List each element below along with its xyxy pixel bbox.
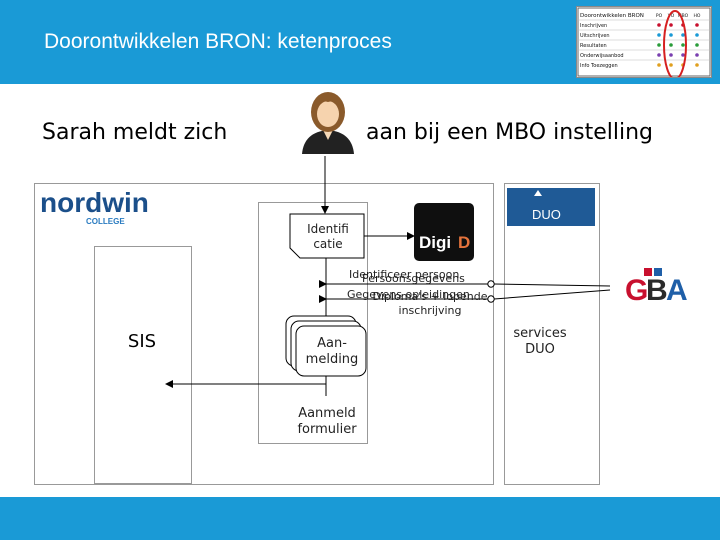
- flow-label-diplomas: Diploma's + lopende inschrijving: [372, 290, 488, 317]
- thumbnail-col-2: MBO: [678, 13, 689, 19]
- flow-label-opleidingen: Gegevens opleidingen: [347, 288, 470, 301]
- thumbnail-dot: [681, 33, 685, 37]
- thumbnail-dot: [657, 63, 661, 67]
- thumbnail-dot: [669, 43, 673, 47]
- identificatie-shape: [289, 213, 365, 259]
- flow-label-identificeer: Identificeer persoon: [349, 268, 460, 281]
- thumbnail-dot: [695, 33, 699, 37]
- gba-dot-1: [644, 268, 652, 276]
- thumbnail-dot: [695, 63, 699, 67]
- sis-box: [94, 246, 192, 484]
- digid-logo-prefix: Digi: [419, 233, 451, 252]
- duo-logo: [507, 188, 595, 226]
- thumbnail-row-label: Inschrijven: [580, 23, 607, 29]
- aanmeld-formulier-label: Aanmeld formulier: [297, 406, 357, 437]
- duo-logo-text: DUO: [532, 207, 561, 222]
- thumbnail-col-3: HO: [694, 13, 701, 19]
- connector-gba-2: [493, 289, 611, 300]
- thumbnail-row-label: Uitschrijven: [580, 33, 610, 39]
- footer-bar: [0, 497, 720, 540]
- sentence-left: Sarah meldt zich: [42, 120, 228, 145]
- gba-dot-2: [654, 268, 662, 276]
- gba-logo-a: A: [666, 274, 688, 307]
- thumbnail-dot: [657, 43, 661, 47]
- identificatie-label: Identifi catie: [307, 222, 349, 251]
- nordwin-logo-sub: COLLEGE: [86, 217, 125, 226]
- nordwin-logo-name: nordwin: [40, 187, 149, 218]
- digid-logo: [414, 203, 474, 261]
- digid-logo-suffix: D: [458, 233, 470, 252]
- thumbnail-col-1: VO: [668, 13, 675, 19]
- thumbnail-row-label: Onderwijsaanbod: [580, 53, 624, 59]
- thumbnail-dot: [669, 53, 673, 57]
- thumbnail-dot: [681, 43, 685, 47]
- thumbnail-col-0: PO: [656, 13, 663, 19]
- duo-box: [504, 183, 600, 485]
- sis-label: SIS: [127, 331, 157, 352]
- flow-1-port: [487, 280, 495, 288]
- thumbnail-dot: [657, 23, 661, 27]
- thumbnail-dot: [657, 33, 661, 37]
- sentence-right: aan bij een MBO instelling: [366, 120, 654, 145]
- thumbnail-dot: [669, 63, 673, 67]
- aanmelding-doc-front: [295, 325, 367, 377]
- flow-label-persoonsgegevens: Persoonsgegevens: [362, 272, 465, 285]
- thumbnail-row-label: Info Toezeggen: [580, 63, 618, 69]
- thumbnail-dot: [657, 53, 661, 57]
- crown-icon: [534, 190, 542, 196]
- thumbnail-header: Doorontwikkelen BRON: [580, 13, 644, 19]
- thumbnail-row-label: Resultaten: [580, 43, 607, 49]
- services-duo-label: services DUO: [513, 326, 567, 357]
- thumbnail-dot: [695, 43, 699, 47]
- thumbnail-dot: [669, 23, 673, 27]
- thumbnail-dot: [669, 33, 673, 37]
- gba-logo-b: B: [646, 274, 668, 307]
- nordwin-logo: nordwin COLLEGE: [40, 187, 149, 227]
- thumbnail-dot: [695, 23, 699, 27]
- thumbnail-dot: [681, 53, 685, 57]
- connector-gba-1: [493, 283, 611, 287]
- aanmelding-label: Aan- melding: [305, 336, 359, 367]
- page-title: Doorontwikkelen BRON: ketenproces: [44, 30, 392, 53]
- gba-logo-g: G: [625, 274, 648, 307]
- thumbnail-dot: [695, 53, 699, 57]
- person-icon: [302, 92, 354, 154]
